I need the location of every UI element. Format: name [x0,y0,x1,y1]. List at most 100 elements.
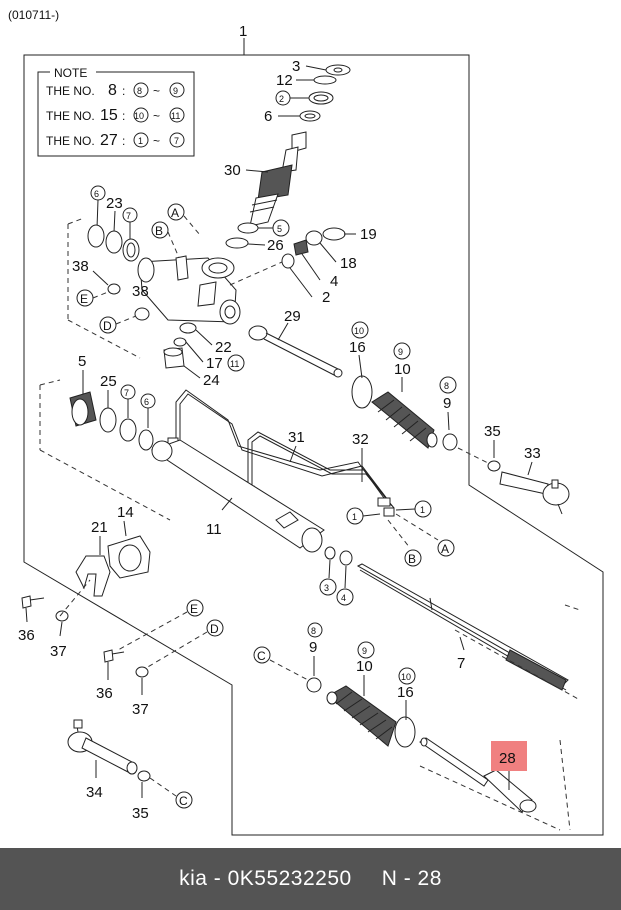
bellows-boot-lower [326,685,397,747]
marker-D: D [103,319,112,333]
note-box: NOTE THE NO. 8 : 8 ~ 9 THE NO. 15 : 10 ~… [37,66,195,157]
callout-6: 6 [264,108,272,125]
svg-text::: : [122,134,125,148]
bellows-boot-upper [371,391,438,449]
marker-C2: C [179,794,188,808]
note-to-1: 9 [173,86,178,96]
note-to-3: 7 [174,136,179,146]
marker-E: E [80,292,88,306]
callout-16b: 16 [397,684,414,701]
footer-ref: N - 28 [381,867,442,890]
note-prefix-1: THE NO. [46,84,95,98]
callout-12: 12 [276,72,293,89]
note-title: NOTE [54,66,87,80]
callout-33: 33 [524,445,541,462]
callout-10-circle: 10 [354,326,364,336]
tie-rod-end-upper [499,471,570,515]
svg-text:~: ~ [153,109,160,123]
callout-35a: 35 [484,423,501,440]
callout-24: 24 [203,372,220,389]
callout-28: 28 [499,750,516,767]
hydraulic-lines [167,389,395,517]
highlight-28-box [491,741,527,771]
marker-C: C [257,649,266,663]
callout-10b: 10 [356,658,373,675]
note-num-1: 8 [108,82,117,99]
callout-37a: 37 [50,643,67,660]
callout-9a: 9 [443,395,451,412]
callout-10-circle-b: 10 [401,672,411,682]
footer-part-number: kia - 0K55232250 [179,867,352,890]
callout-4-circle: 4 [341,593,346,603]
callout-4: 4 [330,273,338,290]
inner-tie-rod-29 [248,325,343,378]
callout-32: 32 [352,431,369,448]
rack-housing-11 [150,439,325,553]
callout-31: 31 [288,429,305,446]
callout-30: 30 [224,162,241,179]
callout-37b: 37 [132,701,149,718]
callout-5-circle: 5 [277,224,282,234]
callout-34: 34 [86,784,103,801]
assembly-outline [23,54,604,836]
callout-9b: 9 [309,639,317,656]
callout-5: 5 [78,353,86,370]
tie-rod-end-lower [67,719,138,775]
note-num-2: 15 [100,107,118,124]
callout-26: 26 [267,237,284,254]
callout-6-circle: 6 [94,189,99,199]
callout-3: 3 [292,58,300,75]
callout-38b: 38 [132,283,149,300]
callout-18: 18 [340,255,357,272]
callout-8-circle: 8 [444,381,449,391]
marker-E2: E [190,602,198,616]
callout-35b: 35 [132,805,149,822]
callout-38a: 38 [72,258,89,275]
note-num-3: 27 [100,132,118,149]
inner-tie-rod-28 [419,737,537,813]
diagram-code: (010711-) [8,8,59,22]
note-from-3: 1 [138,136,143,146]
svg-text:~: ~ [153,84,160,98]
callout-19: 19 [360,226,377,243]
marker-A: A [171,206,179,220]
callout-11-circle: 11 [230,359,239,369]
svg-text::: : [122,109,125,123]
rack-bar-7 [356,563,581,701]
gear-housing [137,255,241,325]
callout-10a: 10 [394,361,411,378]
callout-29: 29 [284,308,301,325]
callout-1-circle-b: 1 [420,505,425,515]
svg-text:~: ~ [153,134,160,148]
callout-17: 17 [206,355,223,372]
callout-7-circle-b: 7 [124,388,129,398]
callout-21: 21 [91,519,108,536]
callout-14: 14 [117,504,134,521]
marker-B2: B [408,552,416,566]
callout-6-circle-c: 6 [144,397,149,407]
footer-bar: kia - 0K55232250 N - 28 [0,848,621,910]
callout-36a: 36 [18,627,35,644]
marker-B: B [155,224,163,238]
callout-22: 22 [215,339,232,356]
callout-7-circle: 7 [126,211,131,221]
note-to-2: 11 [171,111,180,121]
callout-36b: 36 [96,685,113,702]
note-prefix-2: THE NO. [46,109,95,123]
callout-1: 1 [239,23,247,40]
parts-diagram: (010711-) 1 NOTE THE NO. 8 : 8 ~ 9 THE N… [8,8,604,836]
callout-23: 23 [106,195,123,212]
callout-9-circle: 9 [398,347,403,357]
callout-1-circle-a: 1 [352,512,357,522]
callout-7: 7 [457,655,465,672]
note-prefix-3: THE NO. [46,134,95,148]
pinion-cap-stack [299,64,351,122]
mounting-bracket [75,535,151,597]
callout-2-circle: 2 [279,94,284,104]
svg-text::: : [122,84,125,98]
callout-11: 11 [206,521,222,538]
callout-8-circle-b: 8 [311,626,316,636]
marker-A2: A [441,542,449,556]
marker-D2: D [210,622,219,636]
callout-3-circle: 3 [324,583,329,593]
